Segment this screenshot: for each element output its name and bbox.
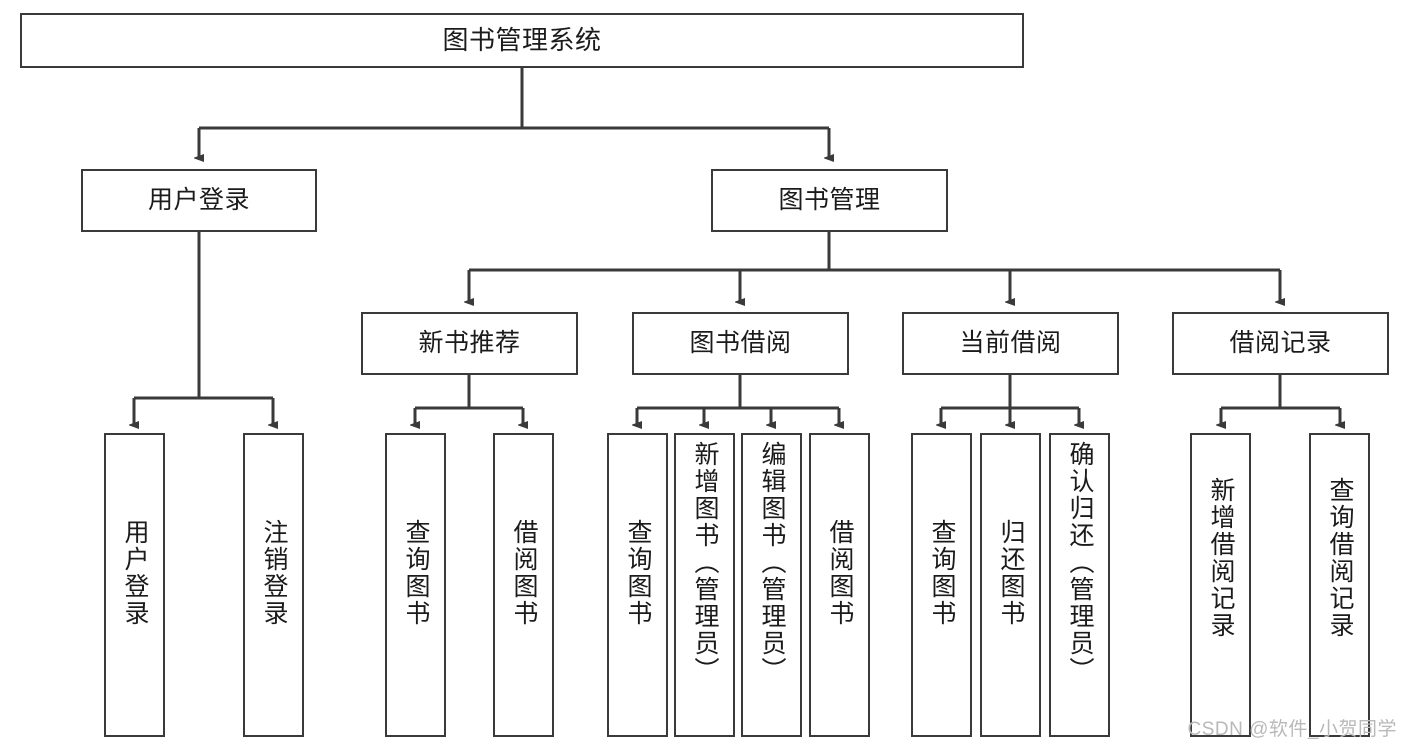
node-leaf-borrow-book-2[interactable]: 借阅图书	[809, 433, 870, 737]
node-leaf-add-book-label: 新增图书（管理员）	[691, 441, 719, 684]
node-leaf-edit-book[interactable]: 编辑图书（管理员）	[741, 433, 802, 737]
node-book-management[interactable]: 图书管理	[711, 169, 948, 232]
node-leaf-add-book[interactable]: 新增图书（管理员）	[674, 433, 735, 737]
node-book-borrow[interactable]: 图书借阅	[632, 312, 849, 375]
node-borrow-record[interactable]: 借阅记录	[1172, 312, 1389, 375]
node-leaf-query-book-3[interactable]: 查询图书	[911, 433, 972, 737]
node-user-login-label: 用户登录	[147, 186, 250, 215]
node-leaf-query-book-1[interactable]: 查询图书	[385, 433, 446, 737]
node-leaf-query-book-3-label: 查询图书	[928, 519, 956, 627]
node-leaf-query-book-2-label: 查询图书	[624, 519, 652, 627]
node-leaf-confirm-return-label: 确认归还（管理员）	[1066, 441, 1094, 684]
node-leaf-edit-book-label: 编辑图书（管理员）	[758, 441, 786, 684]
node-leaf-add-record[interactable]: 新增借阅记录	[1190, 433, 1251, 737]
node-new-book-recommend[interactable]: 新书推荐	[361, 312, 578, 375]
node-root-label: 图书管理系统	[442, 24, 602, 55]
node-book-borrow-label: 图书借阅	[689, 329, 792, 358]
watermark: CSDN @软件_小贺同学	[1187, 719, 1397, 740]
node-leaf-return-book-label: 归还图书	[997, 519, 1025, 627]
node-leaf-user-login-label: 用户登录	[121, 519, 149, 627]
node-current-borrow[interactable]: 当前借阅	[902, 312, 1119, 375]
node-leaf-query-record[interactable]: 查询借阅记录	[1309, 433, 1370, 737]
node-leaf-return-book[interactable]: 归还图书	[980, 433, 1041, 737]
node-leaf-user-login[interactable]: 用户登录	[104, 433, 165, 737]
node-leaf-logout[interactable]: 注销登录	[243, 433, 304, 737]
node-leaf-borrow-book-1[interactable]: 借阅图书	[493, 433, 554, 737]
node-current-borrow-label: 当前借阅	[959, 329, 1062, 358]
node-book-management-label: 图书管理	[778, 186, 881, 215]
node-leaf-query-book-1-label: 查询图书	[402, 519, 430, 627]
node-leaf-query-record-label: 查询借阅记录	[1326, 477, 1354, 639]
node-root[interactable]: 图书管理系统	[20, 13, 1024, 68]
node-new-book-recommend-label: 新书推荐	[418, 329, 521, 358]
node-leaf-borrow-book-2-label: 借阅图书	[826, 519, 854, 627]
node-leaf-borrow-book-1-label: 借阅图书	[510, 519, 538, 627]
node-borrow-record-label: 借阅记录	[1229, 329, 1332, 358]
node-user-login[interactable]: 用户登录	[81, 169, 317, 232]
node-leaf-query-book-2[interactable]: 查询图书	[607, 433, 668, 737]
node-leaf-confirm-return[interactable]: 确认归还（管理员）	[1049, 433, 1110, 737]
node-leaf-add-record-label: 新增借阅记录	[1207, 477, 1235, 639]
node-leaf-logout-label: 注销登录	[260, 519, 288, 627]
